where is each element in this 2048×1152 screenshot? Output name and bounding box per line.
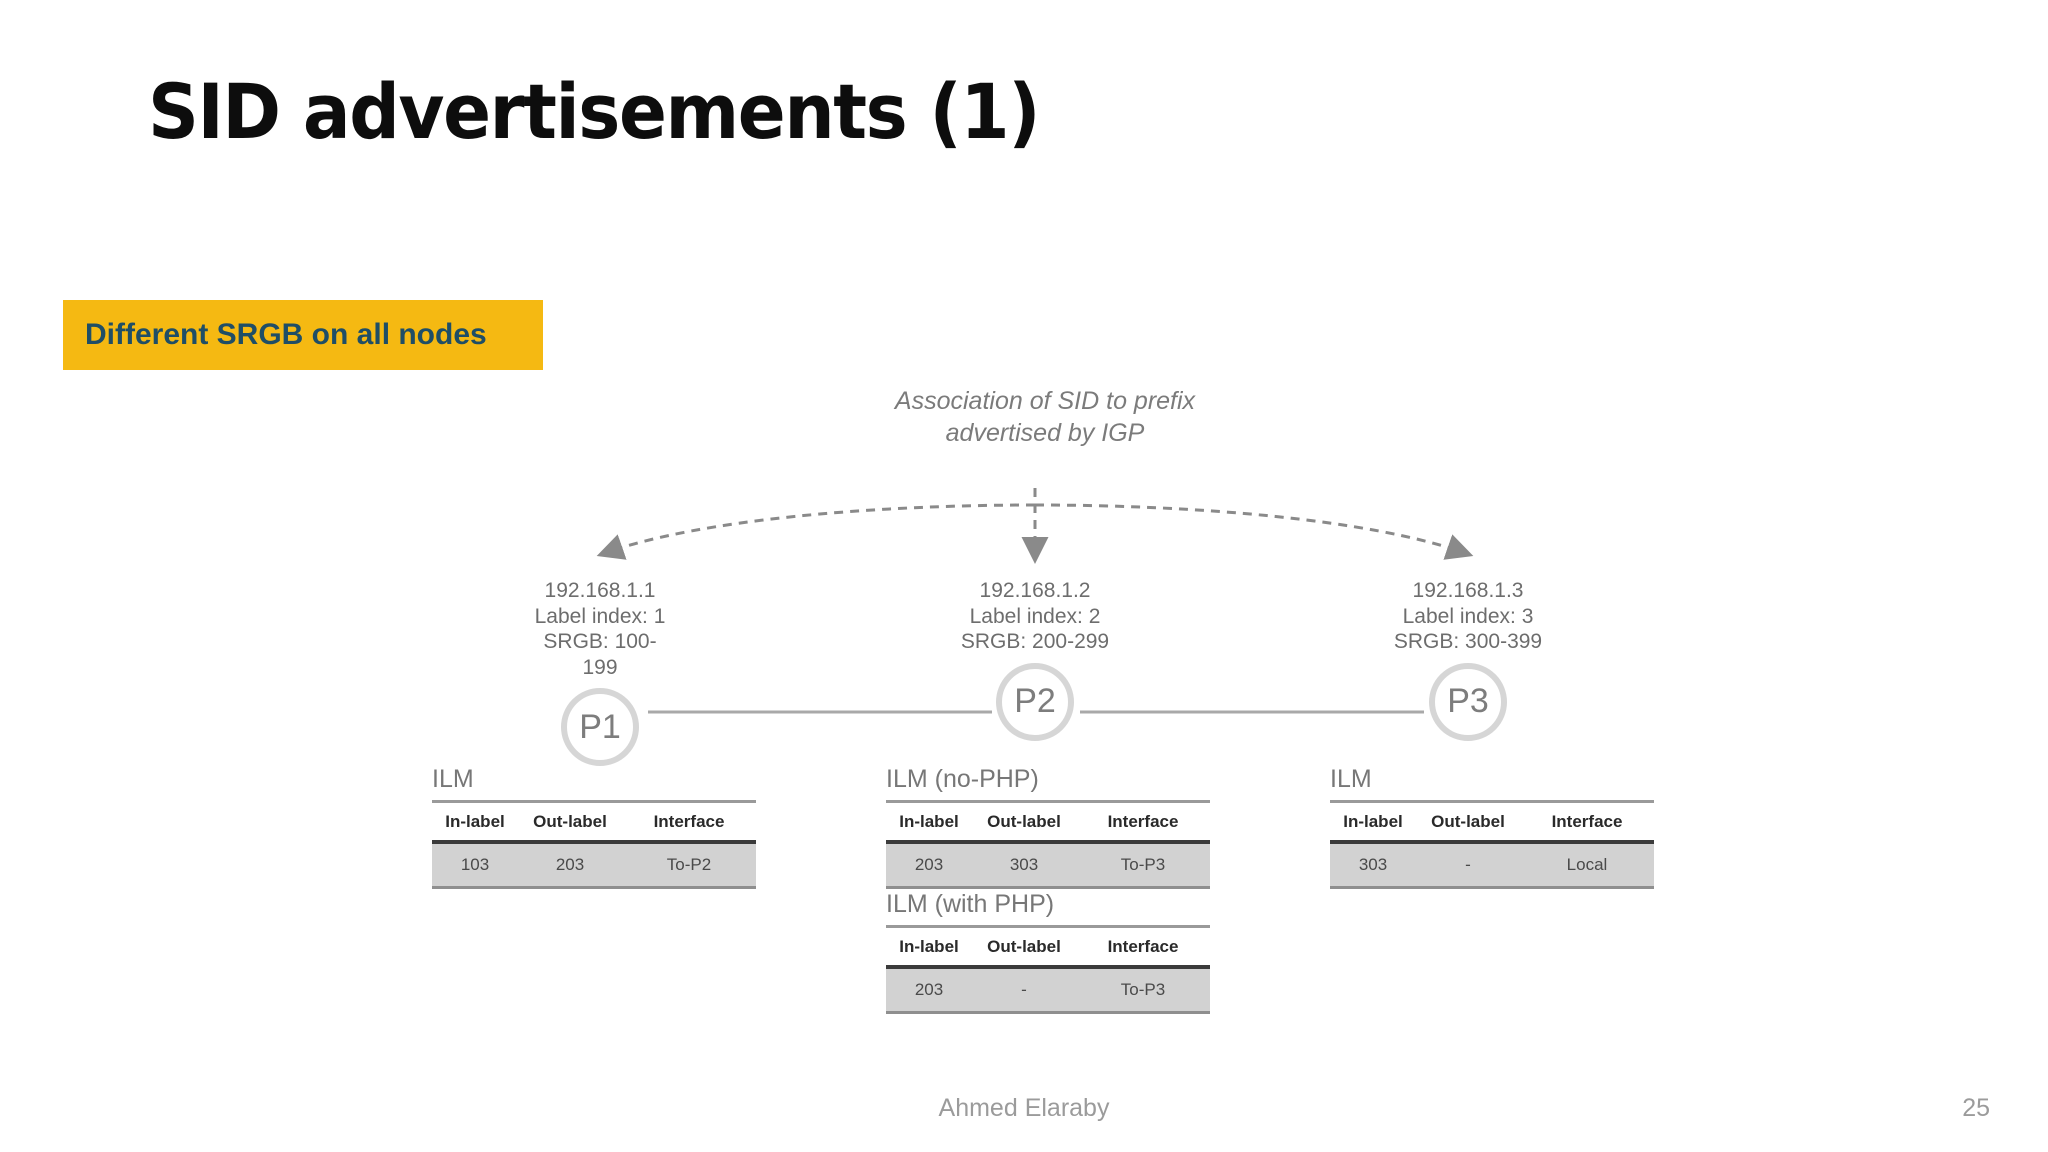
- node-p1-info: 192.168.1.1 Label index: 1 SRGB: 100- 19…: [534, 579, 666, 679]
- column-header-interface: Interface: [1076, 926, 1210, 969]
- cell-out-label: -: [1416, 842, 1520, 889]
- column-header-out-label: Out-label: [1416, 801, 1520, 844]
- cell-in-label: 203: [886, 842, 972, 889]
- cell-interface: To-P3: [1076, 967, 1210, 1014]
- node-p1-circle[interactable]: P1: [561, 688, 639, 767]
- node-p2-info: 192.168.1.2 Label index: 2 SRGB: 200-299: [960, 579, 1110, 654]
- table-header-row: In-label Out-label Interface: [886, 801, 1210, 844]
- cell-interface: To-P3: [1076, 842, 1210, 889]
- table-row: 203 - To-P3: [886, 967, 1210, 1014]
- table-row: 303 - Local: [1330, 842, 1654, 889]
- ilm-table-p2-with-php: ILM (with PHP) In-label Out-label Interf…: [886, 890, 1210, 1014]
- table-row: 203 303 To-P3: [886, 842, 1210, 889]
- ilm-caption-p2-no-php: ILM (no-PHP): [886, 765, 1039, 793]
- column-header-out-label: Out-label: [972, 926, 1076, 969]
- ilm-grid-p2-no-php: In-label Out-label Interface 203 303 To-…: [886, 800, 1210, 889]
- column-header-in-label: In-label: [432, 801, 518, 844]
- column-header-out-label: Out-label: [518, 801, 622, 844]
- column-header-interface: Interface: [622, 801, 756, 844]
- ilm-grid-p2-with-php: In-label Out-label Interface 203 - To-P3: [886, 925, 1210, 1014]
- cell-out-label: 303: [972, 842, 1076, 889]
- node-p1[interactable]: 192.168.1.1 Label index: 1 SRGB: 100- 19…: [450, 578, 750, 767]
- cell-in-label: 203: [886, 967, 972, 1014]
- table-row: 103 203 To-P2: [432, 842, 756, 889]
- sid-association-annotation: Association of SID to prefix advertised …: [894, 387, 1196, 447]
- callout-banner: Different SRGB on all nodes: [63, 300, 543, 370]
- node-p2-circle[interactable]: P2: [996, 662, 1074, 741]
- column-header-interface: Interface: [1076, 801, 1210, 844]
- ilm-grid-p3: In-label Out-label Interface 303 - Local: [1330, 800, 1654, 889]
- footer-page-number: 25: [1962, 1094, 1990, 1122]
- node-p3-circle[interactable]: P3: [1429, 662, 1507, 741]
- cell-out-label: -: [972, 967, 1076, 1014]
- footer-author: Ahmed Elaraby: [938, 1094, 1110, 1122]
- table-header-row: In-label Out-label Interface: [886, 926, 1210, 969]
- callout-label: Different SRGB on all nodes: [85, 318, 487, 351]
- cell-in-label: 303: [1330, 842, 1416, 889]
- page-title: SID advertisements (1): [148, 67, 1041, 156]
- node-p2[interactable]: 192.168.1.2 Label index: 2 SRGB: 200-299…: [885, 578, 1185, 741]
- sid-association-arc-right: [1034, 503, 1474, 560]
- ilm-table-p3: ILM In-label Out-label Interface 303 - L…: [1330, 765, 1654, 889]
- column-header-in-label: In-label: [1330, 801, 1416, 844]
- node-p3[interactable]: 192.168.1.3 Label index: 3 SRGB: 300-399…: [1318, 578, 1618, 741]
- column-header-in-label: In-label: [886, 926, 972, 969]
- column-header-interface: Interface: [1520, 801, 1654, 844]
- ilm-caption-p1: ILM: [432, 765, 474, 793]
- sid-association-arc-left: [596, 503, 1036, 560]
- column-header-out-label: Out-label: [972, 801, 1076, 844]
- table-header-row: In-label Out-label Interface: [1330, 801, 1654, 844]
- ilm-table-p2-no-php: ILM (no-PHP) In-label Out-label Interfac…: [886, 765, 1210, 889]
- ilm-table-p1: ILM In-label Out-label Interface 103 203…: [432, 765, 756, 889]
- ilm-grid-p1: In-label Out-label Interface 103 203 To-…: [432, 800, 756, 889]
- table-header-row: In-label Out-label Interface: [432, 801, 756, 844]
- cell-in-label: 103: [432, 842, 518, 889]
- ilm-caption-p3: ILM: [1330, 765, 1372, 793]
- cell-interface: To-P2: [622, 842, 756, 889]
- cell-interface: Local: [1520, 842, 1654, 889]
- node-p3-info: 192.168.1.3 Label index: 3 SRGB: 300-399: [1393, 579, 1543, 654]
- column-header-in-label: In-label: [886, 801, 972, 844]
- cell-out-label: 203: [518, 842, 622, 889]
- ilm-caption-p2-with-php: ILM (with PHP): [886, 890, 1055, 918]
